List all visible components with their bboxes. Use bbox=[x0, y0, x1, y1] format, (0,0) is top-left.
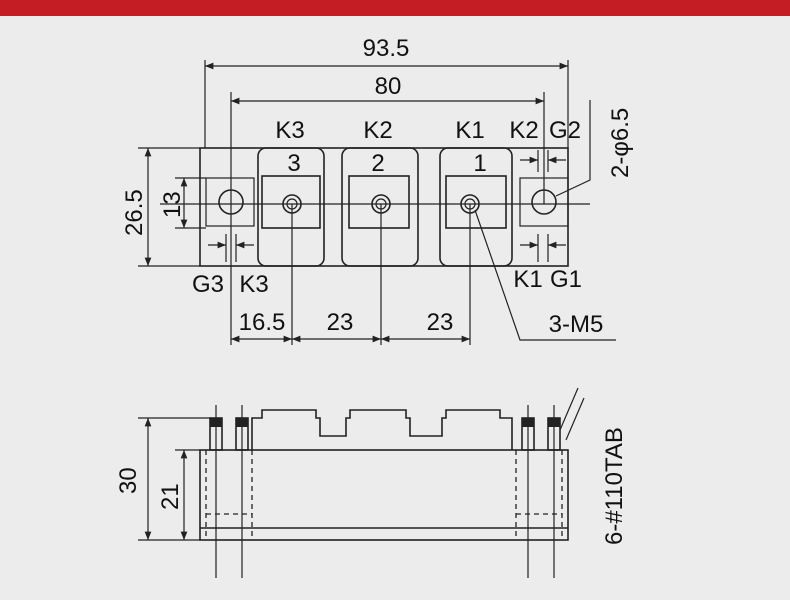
label-k1-bottom: K1 bbox=[513, 266, 542, 293]
pitch-second-label: 23 bbox=[327, 309, 354, 336]
dim-overall-label: 93.5 bbox=[363, 35, 410, 62]
label-k1-top: K1 bbox=[455, 117, 484, 144]
left-mount-pad bbox=[205, 177, 255, 227]
label-g1: G1 bbox=[550, 266, 582, 293]
label-k2-top: K2 bbox=[363, 117, 392, 144]
top-view: 93.5 80 K3 K2 K1 K2 G2 3 2 1 bbox=[121, 35, 634, 345]
side-body bbox=[199, 449, 569, 541]
label-k2-right: K2 bbox=[509, 117, 538, 144]
dim-total-label: 30 bbox=[115, 467, 142, 494]
label-k3-bottom: K3 bbox=[239, 271, 268, 298]
top-banner bbox=[0, 0, 790, 16]
thread-spec-leader bbox=[474, 209, 616, 341]
hole-spec-leader bbox=[555, 100, 591, 197]
label-k3-top: K3 bbox=[275, 117, 304, 144]
pitch-third-label: 23 bbox=[427, 309, 454, 336]
label-g2: G2 bbox=[549, 117, 581, 144]
terminal-3-block bbox=[257, 147, 325, 267]
tab-leader-2 bbox=[565, 397, 585, 441]
thread-spec-label: 3-M5 bbox=[549, 311, 604, 338]
side-view: 6-#110TAB 30 21 bbox=[115, 387, 628, 578]
dim-inner-label: 13 bbox=[159, 191, 186, 218]
terminal-2-pad bbox=[348, 175, 410, 229]
terminal-3-pad bbox=[261, 175, 321, 229]
hole-spec-label: 2-φ6.5 bbox=[607, 108, 634, 178]
terminal-1-block bbox=[439, 147, 513, 267]
label-g3: G3 bbox=[192, 271, 224, 298]
terminal-1-pad bbox=[445, 175, 507, 229]
terminal-number-3: 3 bbox=[287, 150, 300, 177]
tab-leader-1 bbox=[559, 387, 579, 431]
tab-spec-label: 6-#110TAB bbox=[601, 427, 628, 545]
pitch-first-label: 16.5 bbox=[239, 309, 286, 336]
dim-mount-label: 80 bbox=[375, 73, 402, 100]
dim-body-label: 21 bbox=[157, 483, 184, 510]
terminal-number-2: 2 bbox=[371, 150, 384, 177]
terminal-2-block bbox=[341, 147, 419, 267]
terminal-number-1: 1 bbox=[473, 150, 486, 177]
side-lid bbox=[251, 409, 513, 450]
dim-height-label: 26.5 bbox=[121, 189, 148, 236]
